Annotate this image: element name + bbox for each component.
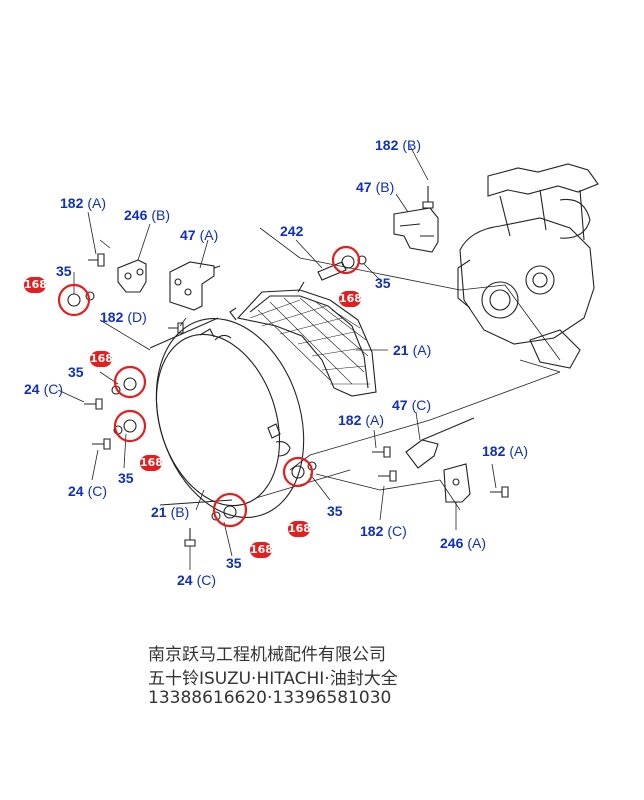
leader-lines [57, 145, 497, 570]
label-35-d: 35 [118, 470, 134, 486]
label-21-b: 21(B) [151, 504, 190, 520]
footer-brands: 五十铃ISUZU·HITACHI·油封大全 [148, 669, 398, 689]
label-35-a: 35 [56, 263, 72, 279]
bracket-47b [393, 207, 439, 253]
label-246-b: 246(B) [124, 207, 171, 223]
label-47-c: 47(C) [392, 397, 432, 413]
bracket-246a [443, 463, 471, 503]
label-182-b-top: 182(B) [375, 137, 422, 153]
label-21-a: 21(A) [393, 342, 432, 358]
label-182-a-mid: 182(A) [338, 412, 385, 428]
bracket-47a [169, 261, 221, 311]
upper-shroud-guard [229, 281, 377, 397]
label-24-c-1: 24(C) [24, 381, 64, 397]
label-35-c: 35 [68, 364, 84, 380]
label-35-e: 35 [327, 503, 343, 519]
label-182-a-right: 182(A) [482, 443, 529, 459]
label-182-c: 182(C) [360, 523, 407, 539]
badge-168: 168 [140, 455, 163, 471]
bolts [84, 186, 509, 547]
badge-168: 168 [24, 277, 47, 293]
seal-rings [67, 255, 367, 521]
footer-phones: 13388616620·13396581030 [148, 688, 392, 708]
label-47-b: 47(B) [356, 179, 395, 195]
highlight-circles [57, 245, 361, 528]
badge-168: 168 [339, 291, 362, 307]
label-47-a: 47(A) [180, 227, 219, 243]
bracket-246b [117, 259, 147, 293]
badge-168: 168 [90, 351, 113, 367]
label-24-c-2: 24(C) [68, 483, 108, 499]
label-24-c-3: 24(C) [177, 572, 217, 588]
engine-block [457, 163, 599, 369]
badge-168: 168 [288, 521, 311, 537]
label-182-d: 182(D) [100, 309, 147, 325]
label-35-b: 35 [375, 275, 391, 291]
badge-168: 168 [250, 542, 273, 558]
label-35-f: 35 [226, 555, 242, 571]
label-182-a-left: 182(A) [60, 195, 107, 211]
label-242: 242 [280, 223, 304, 239]
label-246-a: 246(A) [440, 535, 487, 551]
bracket-47c [405, 417, 475, 469]
footer-company: 南京跃马工程机械配件有限公司 [148, 645, 386, 665]
